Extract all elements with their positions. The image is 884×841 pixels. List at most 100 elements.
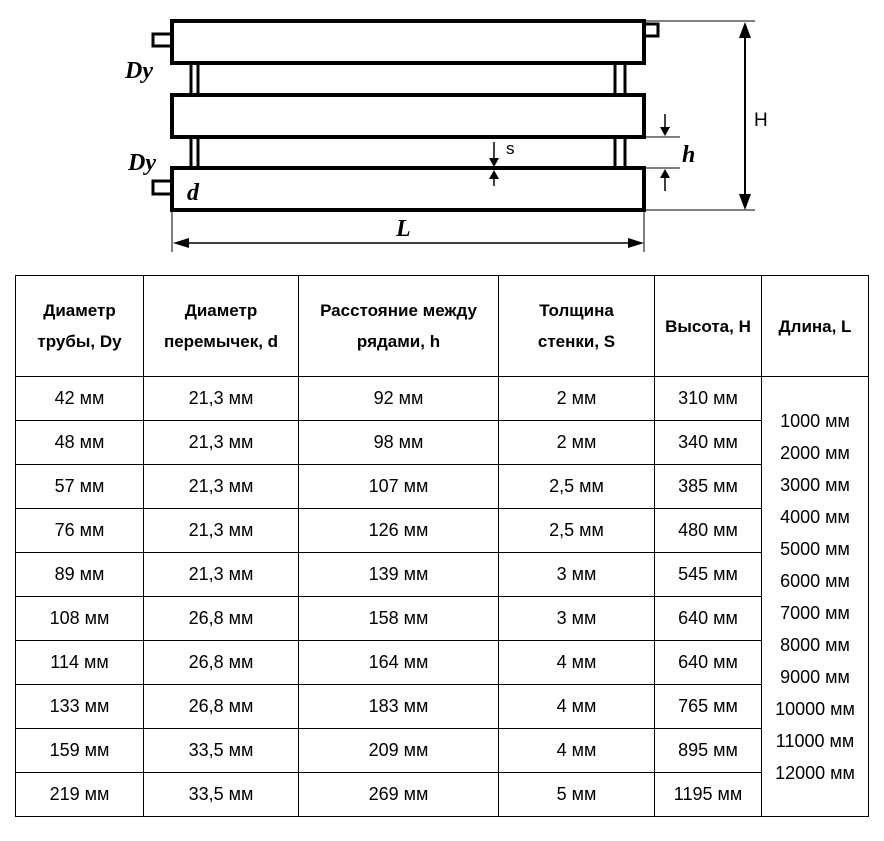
- length-option: 7000 мм: [780, 602, 850, 623]
- jumper-bottom-right: [613, 135, 627, 170]
- table-cell: 765 мм: [654, 684, 762, 729]
- column-header-line: трубы, Dy: [37, 332, 122, 351]
- table-cell: 164 мм: [298, 640, 499, 685]
- jumper-bottom-left: [189, 135, 200, 170]
- length-option: 5000 мм: [780, 538, 850, 559]
- length-option: 4000 мм: [780, 506, 850, 527]
- label-length: L: [395, 216, 411, 242]
- bottom-left-nozzle: [151, 179, 174, 196]
- table-cell: 4 мм: [498, 640, 655, 685]
- top-left-nozzle: [151, 32, 174, 48]
- table-cell: 2 мм: [498, 420, 655, 465]
- table-cell: 76 мм: [15, 508, 144, 553]
- middle-pipe: [170, 93, 646, 139]
- label-dy-bottom: Dy: [127, 150, 156, 176]
- column-header: Толщина стенки, S: [498, 275, 655, 377]
- table-cell: 57 мм: [15, 464, 144, 509]
- table-cell: 3 мм: [498, 596, 655, 641]
- table-cell: 209 мм: [298, 728, 499, 773]
- table-cell: 640 мм: [654, 640, 762, 685]
- top-pipe: [170, 19, 646, 65]
- table-cell: 42 мм: [15, 376, 144, 421]
- length-option: 2000 мм: [780, 442, 850, 463]
- table-cell: 21,3 мм: [143, 552, 299, 597]
- table-cell: 4 мм: [498, 728, 655, 773]
- table-cell: 133 мм: [15, 684, 144, 729]
- table-cell: 26,8 мм: [143, 684, 299, 729]
- column-header: Длина, L: [761, 275, 869, 377]
- table-cell: 310 мм: [654, 376, 762, 421]
- table-cell: 92 мм: [298, 376, 499, 421]
- table-cell: 219 мм: [15, 772, 144, 817]
- column-header-line: Толщина: [539, 301, 614, 320]
- table-cell: 269 мм: [298, 772, 499, 817]
- length-option: 3000 мм: [780, 474, 850, 495]
- table-cell: 545 мм: [654, 552, 762, 597]
- column-header-line: стенки, S: [537, 332, 616, 351]
- table-cell: 480 мм: [654, 508, 762, 553]
- length-option: 10000 мм: [775, 698, 855, 719]
- table-cell: 385 мм: [654, 464, 762, 509]
- table-cell: 5 мм: [498, 772, 655, 817]
- label-h-small: h: [682, 142, 695, 168]
- table-cell: 183 мм: [298, 684, 499, 729]
- column-header: Расстояние между рядами, h: [298, 275, 499, 377]
- table-cell: 2 мм: [498, 376, 655, 421]
- table-cell: 4 мм: [498, 684, 655, 729]
- label-dy-top: Dy: [124, 58, 153, 84]
- length-option: 8000 мм: [780, 634, 850, 655]
- table-cell: 21,3 мм: [143, 376, 299, 421]
- table-cell: 126 мм: [298, 508, 499, 553]
- table-cell: 33,5 мм: [143, 772, 299, 817]
- column-header: Диаметр перемычек, d: [143, 275, 299, 377]
- length-option: 12000 мм: [775, 762, 855, 783]
- column-header-line: Высота, H: [665, 316, 751, 336]
- top-right-nozzle: [642, 22, 660, 38]
- table-cell: 139 мм: [298, 552, 499, 597]
- table-cell: 89 мм: [15, 552, 144, 597]
- label-d: d: [187, 180, 200, 206]
- table-cell: 895 мм: [654, 728, 762, 773]
- table-cell: 21,3 мм: [143, 420, 299, 465]
- table-cell: 340 мм: [654, 420, 762, 465]
- length-option: 9000 мм: [780, 666, 850, 687]
- label-height: H: [754, 110, 768, 131]
- table-cell: 21,3 мм: [143, 508, 299, 553]
- table-cell: 108 мм: [15, 596, 144, 641]
- table-cell: 3 мм: [498, 552, 655, 597]
- column-header-line: Диаметр: [184, 301, 258, 320]
- table-cell: 2,5 мм: [498, 464, 655, 509]
- length-option: 11000 мм: [775, 730, 855, 751]
- length-option: 1000 мм: [780, 410, 850, 431]
- table-cell: 26,8 мм: [143, 596, 299, 641]
- column-header-line: рядами, h: [356, 332, 441, 351]
- table-cell: 33,5 мм: [143, 728, 299, 773]
- label-s: s: [506, 139, 515, 158]
- table-cell: 159 мм: [15, 728, 144, 773]
- column-header: Высота, H: [654, 275, 762, 377]
- length-option: 6000 мм: [780, 570, 850, 591]
- table-cell: 1195 мм: [654, 772, 762, 817]
- table-cell: 48 мм: [15, 420, 144, 465]
- table-cell: 640 мм: [654, 596, 762, 641]
- jumper-top-left: [189, 61, 200, 97]
- register-diagram: Dy Dy d s h H L: [124, 19, 768, 252]
- table-cell: 158 мм: [298, 596, 499, 641]
- table-cell: 98 мм: [298, 420, 499, 465]
- column-header-line: Расстояние между: [320, 301, 477, 320]
- table-cell: 114 мм: [15, 640, 144, 685]
- length-options-cell: 1000 мм 2000 мм 3000 мм 4000 мм 5000 мм 6000 …: [761, 376, 869, 817]
- table-cell: 26,8 мм: [143, 640, 299, 685]
- column-header-line: перемычек, d: [163, 332, 279, 351]
